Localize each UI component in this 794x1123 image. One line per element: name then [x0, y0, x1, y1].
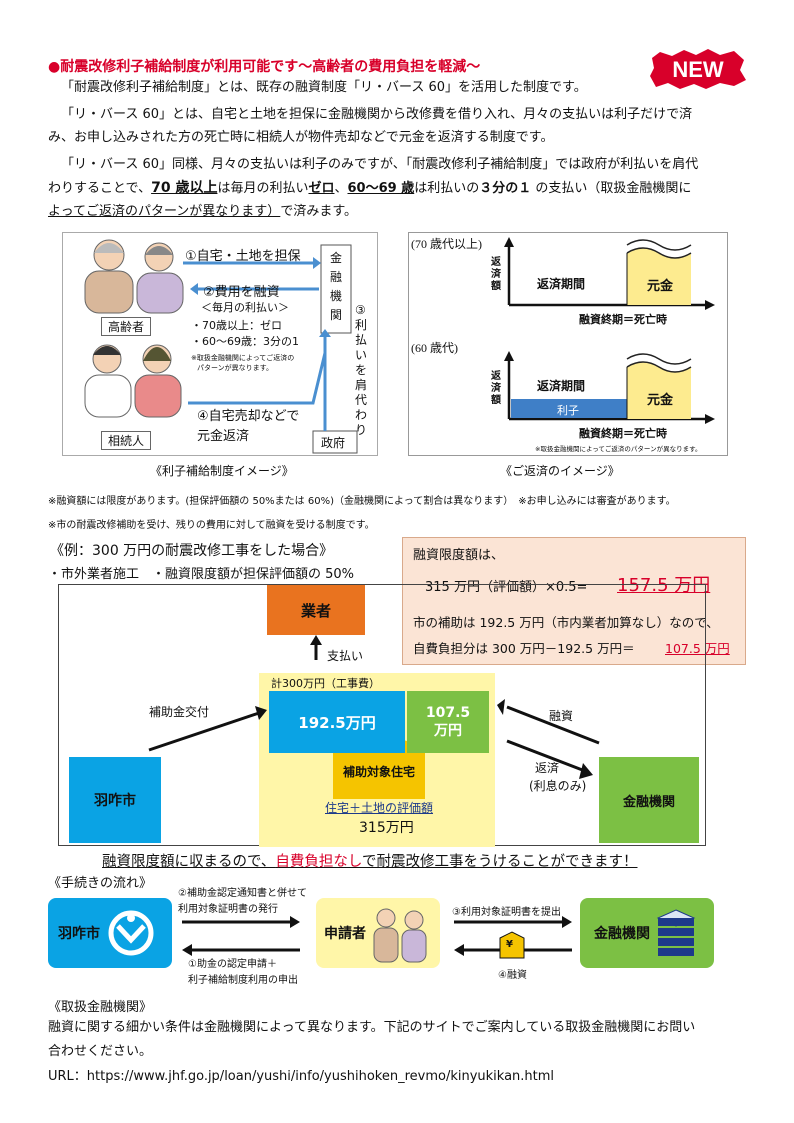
intro-p3a: 「リ・バース 60」同様、月々の支払いは利子のみですが、「耐震改修利子補給制度」… — [61, 157, 699, 172]
interest-system-diagram: ①自宅・土地を担保 ②費用を融資 ＜毎月の利払い＞ ・70歳以上：ゼロ ・60～… — [62, 232, 378, 456]
procedure-heading: 《手続きの流れ》 — [48, 876, 153, 891]
repayment-diagram: (70 歳代以上) 返済額 返済期間 元金 融資終期＝死亡時 (60 歳代) 返… — [408, 232, 728, 456]
yaxis-top: 返済額 — [491, 257, 501, 292]
note-2: ※市の耐震改修補助を受け、残りの費用に対して融資を受ける制度です。 — [48, 520, 375, 531]
subsidy-grant-label: 補助金交付 — [149, 705, 210, 719]
note-1: ※融資額には限度があります。(担保評価額の 50%または 60%)（金融機関によ… — [48, 496, 676, 507]
intro-p2a: 「リ・バース 60」とは、自宅と土地を担保に金融機関から改修費を借り入れ、月々の… — [61, 107, 693, 122]
contractor-box: 業者 — [267, 585, 365, 635]
city-box: 羽咋市 — [69, 757, 161, 843]
elderly-label: 高齢者 — [101, 317, 152, 336]
age70-label: ・70歳以上：ゼロ — [191, 319, 282, 332]
proc-step1a: ①助金の認定申請＋ — [188, 959, 277, 970]
limit-calc: 315 万円（評価額）×0.5= — [425, 580, 588, 595]
diagram1-note: ※取扱金融機関によってご返済の — [191, 354, 295, 362]
diagram1-caption: 《利子補給制度イメージ》 — [150, 464, 294, 478]
intro-p1: 「耐震改修利子補給制度」とは、既存の融資制度「リ・バース 60」を活用した制度で… — [61, 80, 587, 95]
yaxis-bottom: 返済額 — [491, 371, 501, 406]
repay-label: 返済 — [535, 761, 560, 775]
limit-value: 157.5 万円 — [617, 575, 711, 596]
gov-label: 政府 — [321, 436, 346, 450]
principal-bottom: 元金 — [647, 393, 674, 408]
label-70s: (70 歳代以上) — [411, 237, 482, 251]
institutions-line1: 融資に関する細かい条件は金融機関によって異なります。下記のサイトでご案内している… — [48, 1020, 696, 1035]
conclusion: 融資限度額に収まるので、自費負担なしで耐震改修工事をうけることができます！ — [102, 854, 638, 870]
example-heading: 《例：300 万円の耐震改修工事をした場合》 — [50, 543, 334, 559]
diagram1-art — [84, 239, 358, 454]
step2-label: ②費用を融資 — [203, 285, 280, 300]
bank-box: 金融機関 — [599, 757, 699, 843]
proc-arrows-right — [454, 916, 572, 959]
heir-label: 相続人 — [101, 431, 152, 450]
limit-title: 融資限度額は、 — [413, 548, 505, 563]
interest-label: 利子 — [557, 404, 579, 417]
yen-icon: ¥ — [506, 939, 513, 950]
diagram1-note2: パターンが異なります。 — [197, 364, 273, 372]
payment-label: 支払い — [327, 649, 364, 663]
loan-label: 融資 — [549, 709, 574, 723]
eval-label: 住宅＋土地の評価額 — [325, 801, 434, 815]
step4b-label: 元金返済 — [197, 429, 250, 444]
example-conditions: ・市外業者施工 ・融資限度額が担保評価額の 50% — [48, 567, 355, 582]
step3-label: ③利払いを肩代わり — [355, 303, 368, 437]
proc-step1b: 利子補給制度利用の申出 — [188, 975, 298, 986]
intro-p3c: よってご返済のパターンが異なります）で済みます。 — [48, 204, 358, 219]
period-bottom: 返済期間 — [537, 379, 586, 393]
proc-bank-box: 金融機関 — [580, 898, 714, 968]
new-badge-text: NEW — [672, 57, 724, 82]
proc-step4: ④融資 — [498, 970, 527, 981]
period-top: 返済期間 — [537, 277, 586, 291]
proc-arrows-left — [182, 916, 300, 956]
page-title: ●耐震改修利子補給制度が利用可能です～高齢者の費用負担を軽減～ — [48, 59, 481, 75]
principal-top: 元金 — [647, 279, 674, 294]
step4-label: ④自宅売却などで — [197, 409, 300, 424]
diagram2-note: ※取扱金融機関によってご返済のパターンが異なります。 — [535, 445, 702, 453]
subsidy-amount-box: 192.5万円 — [269, 691, 405, 753]
proc-city-box: 羽咋市 — [48, 898, 172, 968]
self-line: 自費負担分は 300 万円－192.5 万円＝ — [413, 641, 635, 656]
elderly-couple-icon — [373, 908, 427, 963]
city-emblem-icon — [108, 910, 154, 956]
eval-value: 315万円 — [359, 820, 414, 836]
total-label: 計300万円（工事費） — [271, 677, 380, 690]
proc-step2b: 利用対象証明書の発行 — [178, 904, 278, 915]
intro-p2b: み、お申し込みされた方の死亡時に相続人が物件売却などで元金を返済する制度です。 — [48, 130, 554, 145]
proc-applicant-box: 申請者 — [316, 898, 440, 968]
database-icon — [656, 909, 696, 956]
institutions-url-link[interactable]: URL：https://www.jhf.go.jp/loan/yushi/inf… — [48, 1069, 555, 1084]
step2-sub: ＜毎月の利払い＞ — [201, 301, 289, 314]
label-60s: (60 歳代) — [411, 341, 458, 355]
diagram2-art — [504, 237, 715, 424]
self-value: 107.5 万円 — [665, 641, 730, 656]
diagram2-caption: 《ご返済のイメージ》 — [500, 464, 620, 478]
end-bottom: 融資終期＝死亡時 — [579, 427, 667, 440]
proc-step2a: ②補助金認定通知書と併せて — [178, 888, 307, 899]
subsidy-line: 市の補助は 192.5 万円（市内業者加算なし）なので、 — [413, 615, 719, 630]
end-top: 融資終期＝死亡時 — [579, 313, 667, 326]
bank-label: 金融機関 — [330, 251, 343, 322]
intro-p3b: わりすることで、70 歳以上は毎月の利払いゼロ、60～69 歳は利払いの３分の１… — [48, 180, 692, 196]
step1-label: ①自宅・土地を担保 — [185, 249, 301, 264]
institutions-heading: 《取扱金融機関》 — [48, 1000, 153, 1015]
repay-sub-label: (利息のみ) — [529, 779, 587, 793]
limit-box: 融資限度額は、 315 万円（評価額）×0.5= 157.5 万円 市の補助は … — [402, 537, 746, 665]
target-house-label: 補助対象住宅 — [343, 765, 416, 779]
new-badge: NEW — [650, 49, 746, 89]
institutions-line2: 合わせください。 — [48, 1044, 153, 1059]
age60-label: ・60～69歳：3分の1 — [191, 335, 299, 348]
proc-step3: ③利用対象証明書を提出 — [452, 907, 561, 918]
